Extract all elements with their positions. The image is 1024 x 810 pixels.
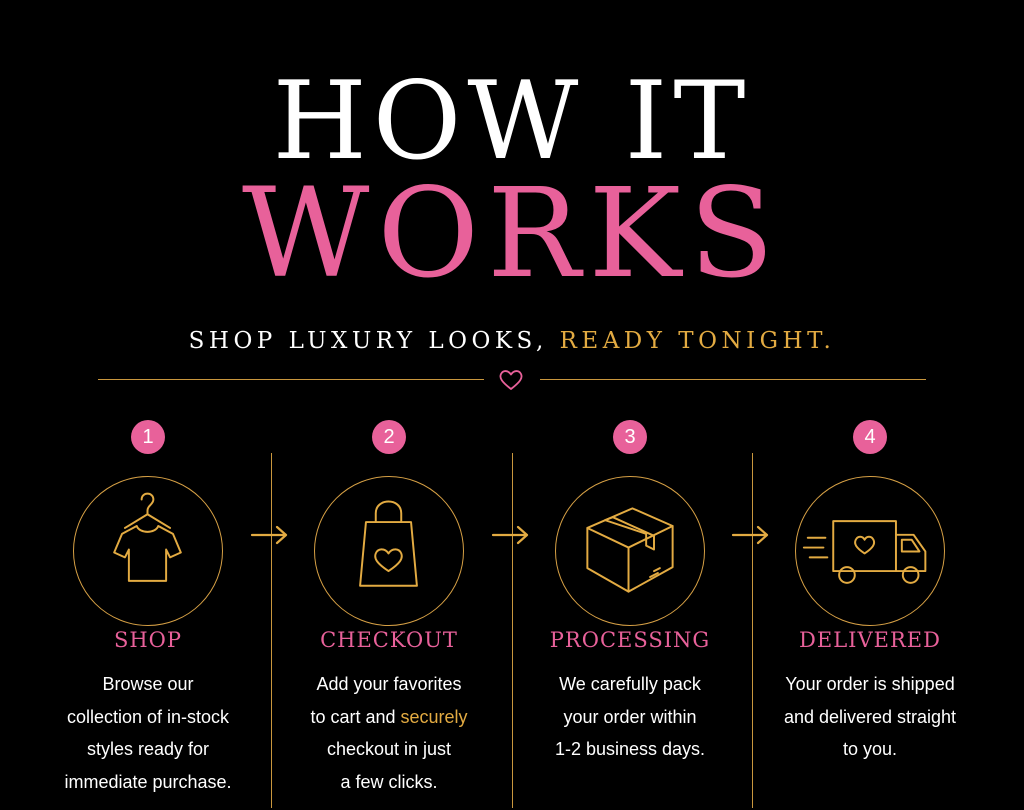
step-title: PROCESSING xyxy=(549,628,711,652)
description-line: your order within xyxy=(563,706,697,727)
description-line: checkout in just xyxy=(326,739,452,759)
separator-3 xyxy=(752,453,753,808)
title-line-1: HOW IT xyxy=(272,59,752,184)
description-line: to you. xyxy=(842,739,898,759)
step-icon-circle xyxy=(73,476,223,626)
separator-1 xyxy=(271,453,272,808)
step-description: Add your favorites to cart and securely … xyxy=(269,668,509,798)
description-line: immediate purchase. xyxy=(64,771,232,792)
divider-left xyxy=(98,379,484,380)
package-box-icon xyxy=(586,507,674,593)
tagline: SHOP LUXURY LOOKS, READY TONIGHT. xyxy=(0,328,1024,354)
step-description: Browse our collection of in-stock styles… xyxy=(28,668,268,798)
description-line: collection of in-stock xyxy=(66,706,230,727)
delivery-truck-icon xyxy=(802,520,927,584)
description-line: Browse our xyxy=(102,674,194,694)
description-line: We carefully pack xyxy=(559,674,701,694)
tagline-gold: READY TONIGHT. xyxy=(559,328,836,354)
arrow-right-icon xyxy=(731,525,769,545)
step-description: We carefully pack your order within 1-2 … xyxy=(510,668,750,766)
description-line: to cart and securely xyxy=(269,701,509,734)
description-line: Your order is shipped xyxy=(785,674,955,694)
description-line: a few clicks. xyxy=(340,771,438,792)
step-title: SHOP xyxy=(113,628,183,652)
description-line: 1-2 business days. xyxy=(554,739,706,759)
step-title: CHECKOUT xyxy=(320,628,458,652)
step-number-badge: 1 xyxy=(131,420,165,454)
t-shirt-hanger-icon xyxy=(113,492,182,582)
step-number-badge: 2 xyxy=(372,420,406,454)
separator-2 xyxy=(512,453,513,808)
step-description: Your order is shipped and delivered stra… xyxy=(750,668,990,766)
arrow-right-icon xyxy=(250,525,288,545)
description-line: Add your favorites xyxy=(316,674,462,694)
title-line-2: WORKS xyxy=(241,162,783,306)
description-line: styles ready for xyxy=(86,739,210,759)
highlight-securely: securely xyxy=(400,706,468,727)
step-number-badge: 3 xyxy=(613,420,647,454)
shopping-bag-heart-icon xyxy=(359,500,418,587)
step-icon-circle xyxy=(795,476,945,626)
step-icon-circle xyxy=(314,476,464,626)
heart-icon xyxy=(499,370,523,390)
step-title: DELIVERED xyxy=(799,628,941,652)
tagline-white: SHOP LUXURY LOOKS, xyxy=(188,328,548,354)
description-line: and delivered straight xyxy=(783,706,957,727)
step-icon-circle xyxy=(555,476,705,626)
arrow-right-icon xyxy=(491,525,529,545)
step-number-badge: 4 xyxy=(853,420,887,454)
description-text: to cart and xyxy=(310,706,401,727)
divider-right xyxy=(540,379,926,380)
